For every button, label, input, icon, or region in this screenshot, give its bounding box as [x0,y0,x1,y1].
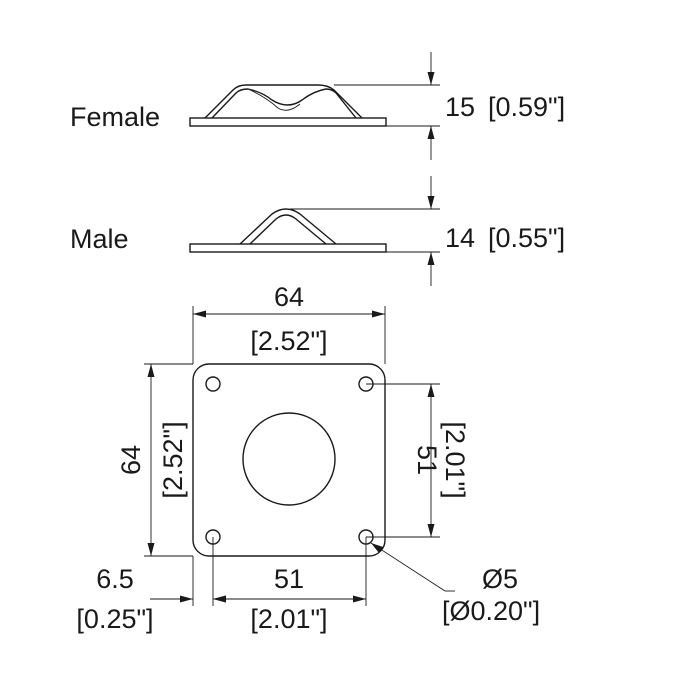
female-cavity-line [247,88,301,111]
male-inner-profile [249,214,327,245]
height-dim-arrow-bottom [147,543,155,556]
female-base-plate [189,117,387,127]
offset-mm-label: 6.5 [96,564,134,594]
male-height-mm: 14 [445,223,475,253]
hole-h-in-label: [2.01"] [250,604,327,634]
hole-v-dim-arrow-bottom [427,524,435,537]
male-dim-arrow-top [427,196,435,209]
offset-dim-arrow-right [213,595,226,603]
width-dim-arrow-right [372,310,385,318]
female-label: Female [70,102,160,132]
female-dim-arrow-bottom [427,126,435,139]
female-side-view: Female 15 [0.59"] [70,52,565,160]
width-in-label: [2.52"] [250,326,327,356]
hole-diameter-mm-label: Ø5 [482,564,518,594]
hole-diameter-leader-arrow [371,543,383,553]
height-in-label: [2.52"] [158,421,188,498]
height-dim-arrow-top [147,364,155,377]
male-base-plate [189,243,387,253]
male-height-in: [0.55"] [488,223,565,253]
female-dim-arrow-top [427,72,435,85]
hole-h-dim-arrow-right [353,595,366,603]
male-label: Male [70,224,129,254]
hole-v-dim-arrow-top [427,384,435,397]
hole-h-mm-label: 51 [274,564,304,594]
plate-outline [192,363,386,557]
height-mm-label: 64 [116,445,146,475]
male-side-view: Male 14 [0.55"] [70,176,565,286]
hole-v-in-label: [2.01"] [440,421,470,498]
width-mm-label: 64 [274,282,304,312]
female-height-in: [0.59"] [488,92,565,122]
plate-top-view: 64 [2.52"] 64 [2.52"] 51 [2.01"] 51 [2.0… [76,282,540,634]
hole-diameter-in-label: [Ø0.20"] [442,596,540,626]
hole-diameter-leader-line [370,542,446,592]
offset-in-label: [0.25"] [76,604,153,634]
offset-dim-arrow-left [180,595,193,603]
hole-v-mm-label: 51 [412,445,442,475]
width-dim-arrow-left [193,310,206,318]
mount-hole-top-left [205,376,221,392]
male-outer-profile [239,208,337,245]
female-inner-profile [211,88,357,119]
female-height-mm: 15 [445,92,475,122]
female-outer-profile [204,84,363,119]
male-dim-arrow-bottom [427,252,435,265]
center-opening [242,412,336,506]
